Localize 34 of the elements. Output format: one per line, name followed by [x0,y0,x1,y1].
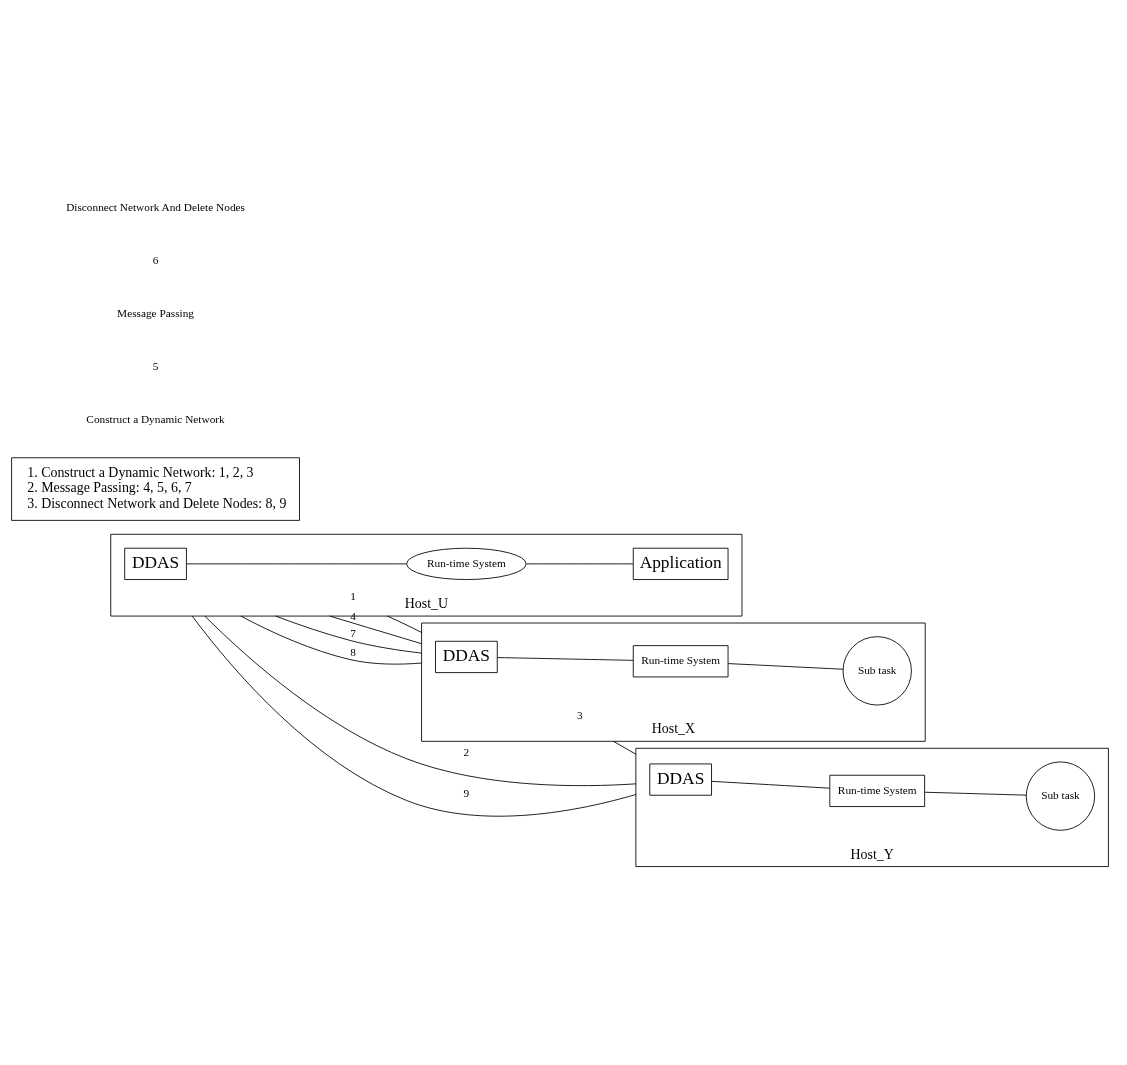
label: 5 [152,359,159,372]
node-circle: Sub task [842,635,912,705]
edge-label: 7 [350,626,356,639]
label: Message Passing [117,306,194,319]
connector [727,662,844,670]
node-box: Run-time System [829,774,926,807]
label: Construct a Dynamic Network [86,412,225,425]
connector [240,615,423,665]
node-box: Run-time System [632,644,729,677]
node-box: DDAS [435,640,498,673]
edge-label: 2 [463,745,470,758]
connector [613,740,637,755]
connector [711,780,831,789]
label: 6 [152,253,159,266]
edge-label: 3 [576,708,583,721]
node-box: Application [632,547,729,580]
connector [275,615,423,654]
connector [329,615,422,644]
connector [191,615,637,816]
edge-label: 9 [463,786,470,799]
edge-label: 1 [350,589,356,602]
node-circle: Sub task [1025,760,1096,831]
node-box: DDAS [124,547,187,580]
node-box: 1. Construct a Dynamic Network: 1, 2, 3 2. Message Passing: 4, 5, 6, 7 3. Disconnect Network and Delete Nodes: 8, 9 [11,456,300,521]
connector [386,615,422,633]
connector [526,562,634,564]
connector [204,615,637,786]
edge-label: 8 [350,645,356,658]
node-ellipse: Run-time System [406,547,527,580]
connector [186,562,407,564]
label: Disconnect Network And Delete Nodes [66,200,245,213]
connector [497,656,634,661]
connector [924,791,1027,796]
node-box: DDAS [649,763,712,796]
